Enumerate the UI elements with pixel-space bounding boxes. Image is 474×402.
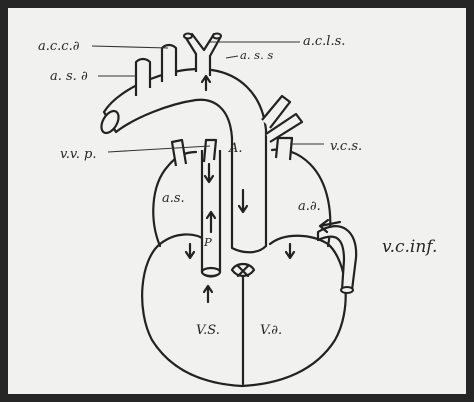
superior-vena-cava	[276, 138, 292, 160]
label-asd: a. s. ∂	[50, 69, 88, 84]
valve-mark	[232, 264, 254, 276]
label-acls: a.c.l.s.	[303, 34, 345, 49]
branch-a-c-c-d	[162, 45, 176, 82]
leader-ass	[226, 56, 238, 58]
label-vvp: v.v. p.	[60, 147, 96, 162]
pulmonary-cut-end	[202, 268, 220, 276]
label-ad: a.∂.	[298, 199, 321, 214]
pulmonary-vein-left	[172, 140, 186, 166]
branch-top-right	[213, 34, 221, 39]
arrow-down-left-atrium	[186, 244, 194, 258]
leader-acd	[92, 46, 168, 48]
pulmonary-vein-right	[204, 140, 216, 162]
arrow-up-left-ventricle	[204, 286, 212, 302]
inferior-vena-cava	[318, 226, 356, 290]
label-acd: a.c.c.∂	[38, 39, 80, 54]
label-as: a.s.	[162, 191, 185, 206]
label-vcs: v.c.s.	[330, 139, 362, 154]
label-p: P	[203, 235, 212, 249]
arrow-down-right-atrium	[286, 244, 294, 258]
label-ass: a. s. s	[240, 48, 273, 62]
label-vcinf: v.c.inf.	[382, 237, 437, 257]
ivc-cut-end	[341, 287, 353, 293]
label-vs: V.S.	[196, 323, 220, 338]
label-vd: V.∂.	[260, 323, 282, 338]
branch-top-left	[184, 34, 192, 39]
label-A: A.	[228, 141, 243, 156]
